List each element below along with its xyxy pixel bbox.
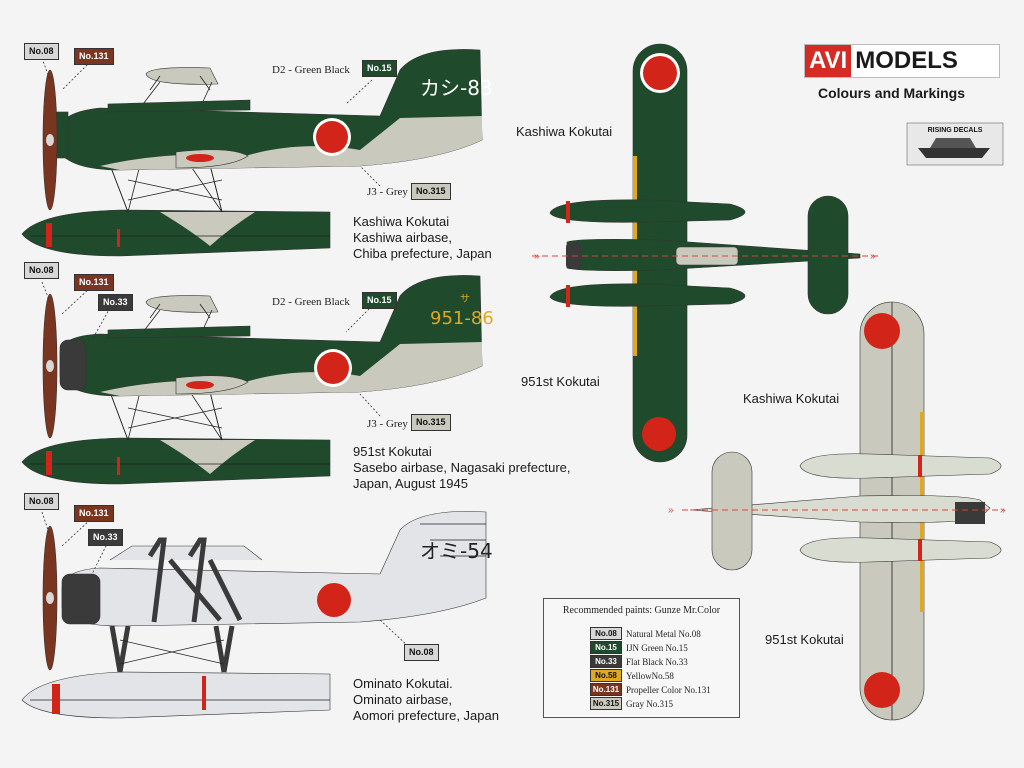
side-view-kashiwa bbox=[21, 49, 483, 257]
chip-fuselage-color: No.08 bbox=[404, 644, 439, 661]
upper-color-label: D2 - Green Black bbox=[272, 296, 350, 308]
unit-base: Kashiwa airbase, bbox=[353, 230, 452, 245]
legend-row: No.131 Propeller Color No.131 bbox=[590, 683, 711, 696]
legend-row: No.58 YellowNo.58 bbox=[590, 669, 674, 682]
svg-text:»: » bbox=[668, 505, 674, 516]
side-view-951st bbox=[21, 275, 483, 485]
fuselage-top-grey bbox=[689, 495, 991, 523]
legend-chip: No.131 bbox=[590, 683, 622, 696]
plan-label-top: Kashiwa Kokutai bbox=[516, 124, 613, 139]
tail-code-ominato: オミ-54 bbox=[420, 539, 493, 563]
legend-row: No.08 Natural Metal No.08 bbox=[590, 627, 701, 640]
svg-text:»: » bbox=[870, 251, 876, 262]
logo-models: MODELS bbox=[855, 47, 958, 74]
decals-badge-text: RISING DECALS bbox=[928, 127, 983, 134]
fuselage-ominato bbox=[61, 511, 487, 627]
legend-name: YellowNo.58 bbox=[626, 670, 674, 681]
chip-propeller: No.131 bbox=[74, 274, 114, 291]
unit-location: Aomori prefecture, Japan bbox=[353, 708, 499, 723]
hinomaru bbox=[316, 121, 348, 153]
callout-leaders bbox=[41, 57, 409, 647]
unit-location: Japan, August 1945 bbox=[353, 476, 468, 491]
float-grey-patch bbox=[160, 212, 255, 246]
legend-chip: No.08 bbox=[590, 627, 622, 640]
float-red-band bbox=[46, 223, 52, 247]
paint-legend: Recommended paints: Gunze Mr.Color No.08… bbox=[543, 598, 740, 718]
lower-color-label: J3 - Grey bbox=[367, 418, 408, 430]
legend-row: No.33 Flat Black No.33 bbox=[590, 655, 688, 668]
float-951st bbox=[21, 437, 331, 485]
legend-row: No.315 Gray No.315 bbox=[590, 697, 673, 710]
float-kashiwa bbox=[21, 209, 331, 257]
unit-name: 951st Kokutai bbox=[353, 444, 432, 459]
legend-chip: No.58 bbox=[590, 669, 622, 682]
cowling-ominato bbox=[61, 573, 101, 625]
svg-text:»: » bbox=[1000, 505, 1006, 516]
legend-chip: No.315 bbox=[590, 697, 622, 710]
upper-color-label: D2 - Green Black bbox=[272, 64, 350, 76]
legend-name: Gray No.315 bbox=[626, 698, 673, 709]
hinomaru bbox=[317, 352, 349, 384]
unit-base: Sasebo airbase, Nagasaki prefecture, bbox=[353, 460, 571, 475]
legend-name: Natural Metal No.08 bbox=[626, 628, 701, 639]
chip-lower-color: No.315 bbox=[411, 183, 451, 200]
unit-location: Chiba prefecture, Japan bbox=[353, 246, 492, 261]
plan-label-bottom-lower: 951st Kokutai bbox=[765, 632, 844, 647]
legend-name: Flat Black No.33 bbox=[626, 656, 688, 667]
tailplane-green bbox=[807, 195, 849, 315]
unit-name: Ominato Kokutai. bbox=[353, 676, 453, 691]
chip-propeller: No.131 bbox=[74, 505, 114, 522]
chip-cowling: No.33 bbox=[88, 529, 123, 546]
legend-name: IJN Green No.15 bbox=[626, 642, 688, 653]
tailplane-grey bbox=[711, 451, 753, 571]
chip-cowling: No.33 bbox=[98, 294, 133, 311]
tail-code-prefix-951st: サ bbox=[460, 293, 470, 305]
legend-row: No.15 IJN Green No.15 bbox=[590, 641, 688, 654]
logo-avi: AVI bbox=[805, 45, 852, 77]
plan-view-green: » » bbox=[532, 43, 880, 463]
plan-view-grey: » » bbox=[668, 301, 1006, 721]
chip-prop-hub: No.08 bbox=[24, 43, 59, 60]
chip-upper-color: No.15 bbox=[362, 292, 397, 309]
svg-text:»: » bbox=[534, 251, 540, 262]
chip-lower-color: No.315 bbox=[411, 414, 451, 431]
side-view-ominato bbox=[21, 511, 487, 719]
legend-title: Recommended paints: Gunze Mr.Color bbox=[562, 605, 721, 616]
lower-color-label: J3 - Grey bbox=[367, 186, 408, 198]
chip-propeller: No.131 bbox=[74, 48, 114, 65]
legend-chip: No.15 bbox=[590, 641, 622, 654]
chip-prop-hub: No.08 bbox=[24, 493, 59, 510]
legend-name: Propeller Color No.131 bbox=[626, 684, 711, 695]
tail-code-kashiwa: カシ-83 bbox=[420, 76, 493, 100]
rising-decals-badge: RISING DECALS bbox=[906, 122, 1004, 166]
float-ominato bbox=[21, 671, 331, 719]
chip-prop-hub: No.08 bbox=[24, 262, 59, 279]
sheet-subtitle: Colours and Markings bbox=[818, 85, 966, 101]
plan-label-top-lower: 951st Kokutai bbox=[521, 374, 600, 389]
chip-upper-color: No.15 bbox=[362, 60, 397, 77]
cowling-951st bbox=[59, 339, 87, 391]
hinomaru bbox=[317, 583, 351, 617]
tail-code-951st: 951-86 bbox=[430, 308, 494, 329]
avimodels-logo: AVI MODELS bbox=[804, 44, 1000, 78]
plan-label-bottom: Kashiwa Kokutai bbox=[743, 391, 840, 406]
unit-name: Kashiwa Kokutai bbox=[353, 214, 450, 229]
legend-chip: No.33 bbox=[590, 655, 622, 668]
unit-base: Ominato airbase, bbox=[353, 692, 452, 707]
